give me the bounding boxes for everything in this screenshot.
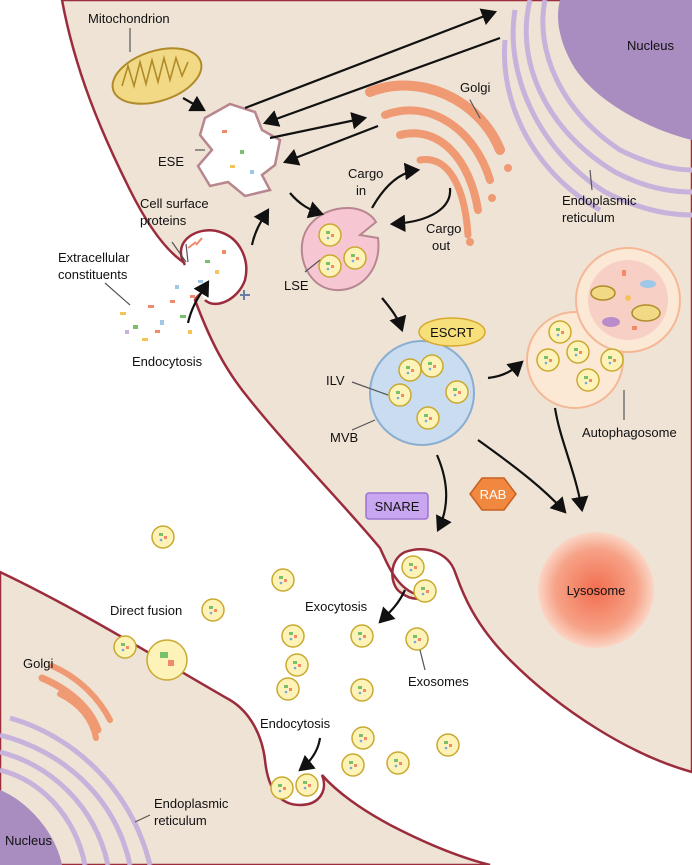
escrt-badge: ESCRT: [418, 317, 486, 347]
ilv-label: ILV: [326, 373, 345, 388]
snare-label: SNARE: [375, 499, 420, 514]
nucleus-top-label: Nucleus: [627, 38, 674, 53]
cell-surface-proteins-label-2: proteins: [140, 213, 187, 228]
rab-badge: RAB: [469, 477, 517, 511]
mvb-label: MVB: [330, 430, 358, 445]
golgi-bottom-label: Golgi: [23, 656, 53, 671]
cargo-in-label-1: Cargo: [348, 166, 383, 181]
autophagosome-label: Autophagosome: [582, 425, 677, 440]
lower-cell-body: [0, 570, 491, 865]
lysosome: Lysosome: [538, 532, 654, 648]
arrow-golgi-to-ese: [282, 124, 379, 166]
cargo-in-label-2: in: [356, 183, 366, 198]
golgi-bottom: [38, 663, 113, 741]
extracellular-constituents: [120, 285, 195, 341]
er-bottom-label-2: reticulum: [154, 813, 207, 828]
arrow-cargo-in: [371, 162, 421, 209]
cargo-out-label-2: out: [432, 238, 450, 253]
cargo-out-label-1: Cargo: [426, 221, 461, 236]
arrow-ese-to-nucleus: [244, 8, 498, 110]
arrow-autophago-to-lysosome: [553, 407, 589, 513]
arrow-lse-to-mvb: [381, 297, 407, 333]
er-top-label-1: Endoplasmic: [562, 193, 637, 208]
endocytosis-top-label: Endocytosis: [132, 354, 203, 369]
nucleus-bottom: [0, 715, 153, 865]
cell-surface-proteins-label-1: Cell surface: [140, 196, 209, 211]
nucleus-top: Nucleus Endoplasmic reticulum: [501, 0, 692, 225]
nucleus-bottom-label: Nucleus: [5, 833, 52, 848]
arrow-mvb-to-autophagosome: [487, 360, 524, 380]
mitochondrion-label: Mitochondrion: [88, 11, 170, 26]
endocytic-pit-bottom: [270, 773, 319, 800]
pathway-arrows: [182, 8, 589, 772]
late-sorting-endosome: LSE: [284, 206, 380, 293]
er-top-label-2: reticulum: [562, 210, 615, 225]
extracellular-constituents-label-1: Extracellular: [58, 250, 130, 265]
arrow-ese-to-lse: [289, 192, 325, 219]
autophagosome: Autophagosome: [526, 247, 681, 440]
exocytosis-label: Exocytosis: [305, 599, 368, 614]
mitochondrion: Mitochondrion: [88, 11, 203, 105]
rab-label: RAB: [480, 487, 507, 502]
lse-label: LSE: [284, 278, 309, 293]
early-sorting-endosome: ESE: [158, 102, 282, 198]
arrow-pit-to-ese: [250, 208, 270, 246]
arrow-exocytosis-out: [378, 589, 406, 624]
golgi-top-label: Golgi: [460, 80, 490, 95]
exosomes-label: Exosomes: [408, 674, 469, 689]
endocytosis-bottom-label: Endocytosis: [260, 716, 331, 731]
arrow-cargo-out: [389, 187, 452, 233]
arrow-nucleus-to-ese: [262, 36, 501, 127]
lysosome-label: Lysosome: [567, 583, 626, 598]
arrow-endocytosis-top: [186, 280, 210, 324]
extracellular-constituents-label-2: constituents: [58, 267, 128, 282]
golgi-top: Golgi: [365, 80, 512, 246]
escrt-label: ESCRT: [430, 325, 474, 340]
multivesicular-body: ILV MVB: [326, 340, 475, 446]
direct-fusion-vesicle: [146, 639, 188, 681]
snare-badge: SNARE: [365, 492, 429, 520]
er-bottom-label-1: Endoplasmic: [154, 796, 229, 811]
ese-label: ESE: [158, 154, 184, 169]
arrow-mito-to-ese: [182, 95, 206, 112]
arrow-mvb-to-lysosome: [477, 439, 567, 514]
direct-fusion-label: Direct fusion: [110, 603, 182, 618]
arrow-ese-to-golgi: [269, 112, 368, 140]
arrow-endocytosis-bottom: [298, 737, 322, 772]
arrow-mvb-to-exocytosis: [435, 454, 452, 532]
